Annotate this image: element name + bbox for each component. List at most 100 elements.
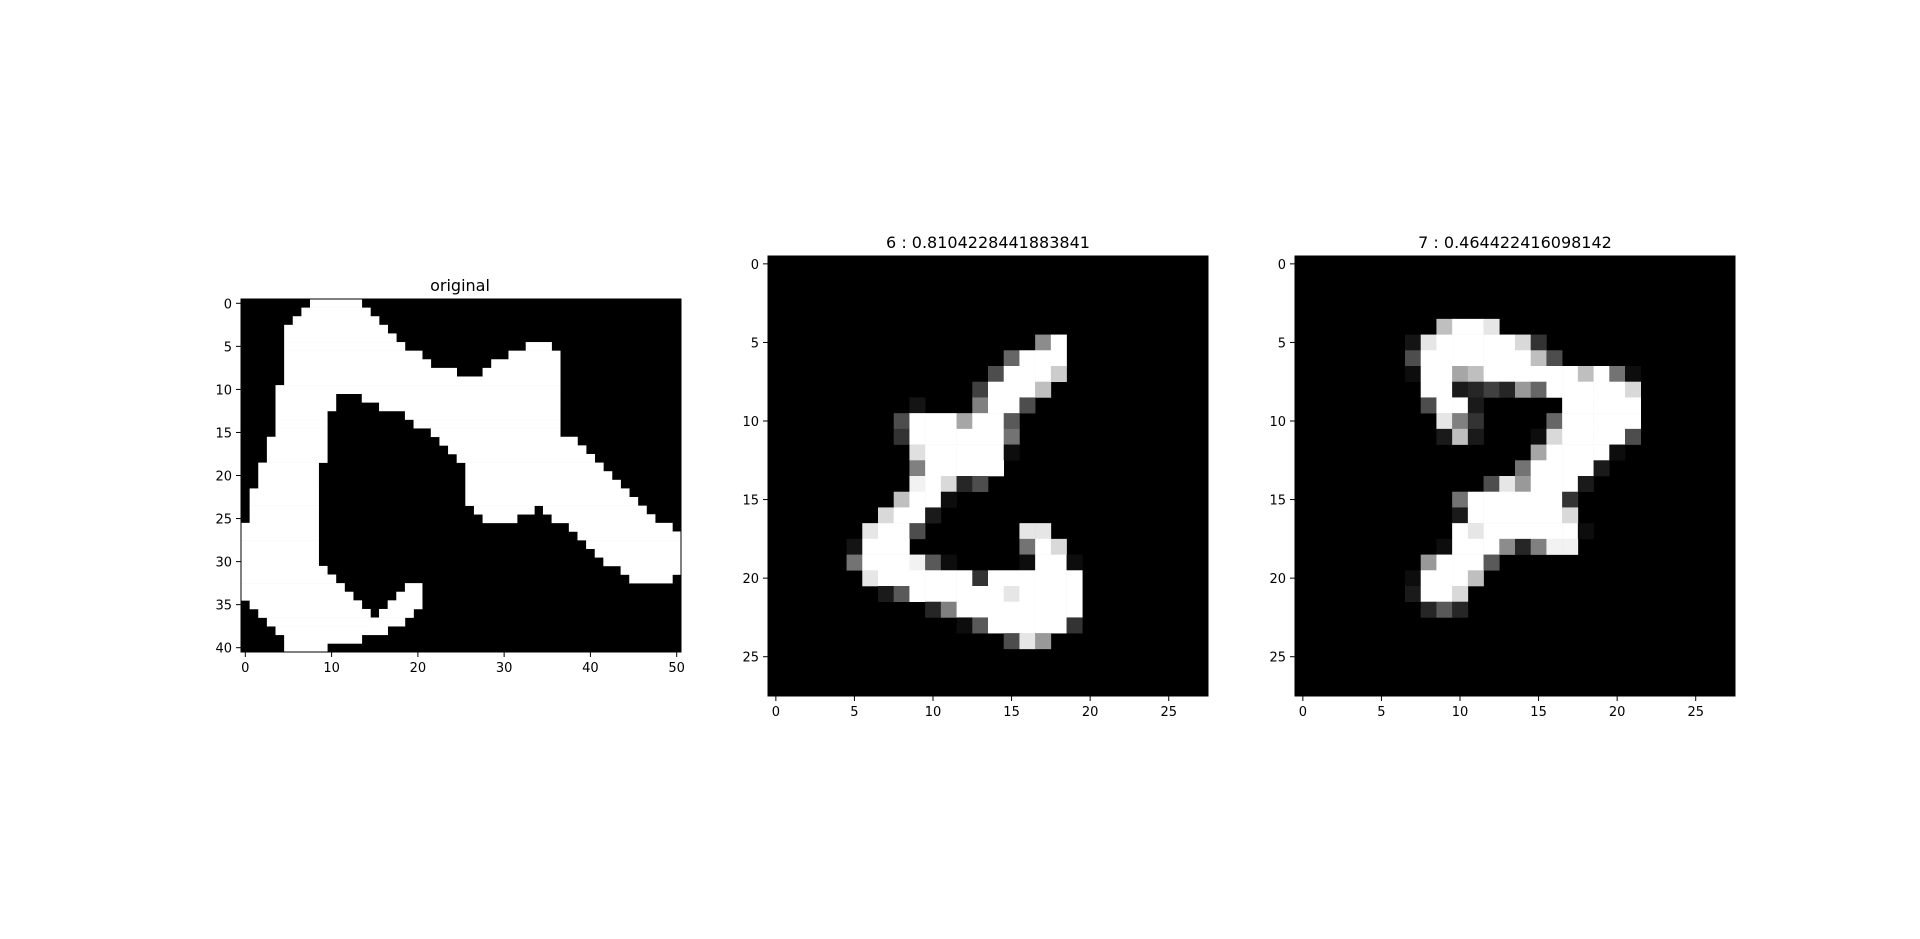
- heatmap-cell-run: [465, 488, 630, 498]
- heatmap-cell: [1019, 617, 1036, 634]
- heatmap-cell: [925, 476, 942, 493]
- heatmap-cell: [909, 397, 926, 414]
- heatmap-cell: [940, 476, 957, 493]
- y-tick-label: 10: [742, 415, 759, 430]
- heatmap-cell: [1577, 460, 1594, 477]
- heatmap-cell: [1035, 334, 1052, 351]
- heatmap-cell: [1609, 397, 1626, 414]
- heatmap-cell: [1452, 318, 1469, 335]
- heatmap-cell: [909, 554, 926, 571]
- heatmap-cell: [1003, 413, 1020, 430]
- heatmap-cell: [1609, 413, 1626, 430]
- heatmap-cell: [1562, 538, 1579, 555]
- heatmap-cell-run: [379, 402, 561, 412]
- heatmap-cell: [1452, 350, 1469, 367]
- heatmap-cell-run: [404, 583, 423, 593]
- heatmap-cell: [1467, 491, 1484, 508]
- heatmap-cell-run: [284, 324, 388, 334]
- heatmap-cell: [1003, 428, 1020, 445]
- heatmap-cell: [1483, 491, 1500, 508]
- heatmap-cell: [1019, 366, 1036, 383]
- heatmap-cell: [1420, 601, 1437, 618]
- heatmap-cell: [878, 586, 895, 603]
- heatmap-cell: [940, 460, 957, 477]
- heatmap-cell: [1515, 381, 1532, 398]
- heatmap-cell: [956, 460, 973, 477]
- x-tick-label: 10: [323, 661, 340, 676]
- heatmap-cell: [988, 444, 1005, 461]
- heatmap-cell: [893, 554, 910, 571]
- heatmap-cell: [1530, 350, 1547, 367]
- x-tick-label: 50: [668, 661, 685, 676]
- heatmap-cell: [878, 523, 895, 540]
- heatmap-cell: [1467, 366, 1484, 383]
- heatmap-cell-run: [594, 548, 682, 558]
- heatmap-cell: [1546, 507, 1563, 524]
- heatmap-cell: [909, 586, 926, 603]
- heatmap-cell: [972, 617, 989, 634]
- heatmap-cell: [1530, 491, 1547, 508]
- heatmap-cell-run: [275, 419, 328, 429]
- heatmap-cell: [1625, 381, 1642, 398]
- heatmap-cell: [972, 476, 989, 493]
- heatmap-cell: [1420, 381, 1437, 398]
- heatmap-cell: [1467, 334, 1484, 351]
- heatmap-cell: [1436, 381, 1453, 398]
- heatmap-cell: [1625, 366, 1642, 383]
- heatmap-cell: [1562, 428, 1579, 445]
- heatmap-cell-run: [387, 600, 423, 610]
- heatmap-cell: [1066, 617, 1083, 634]
- y-tick-label: 25: [215, 513, 232, 528]
- heatmap-cell: [1593, 428, 1610, 445]
- heatmap-cell: [925, 601, 942, 618]
- heatmap-cell: [1562, 444, 1579, 461]
- y-tick-label: 0: [224, 297, 232, 312]
- panel-title: 7 : 0.464422416098142: [1418, 233, 1612, 252]
- heatmap-cell: [1452, 538, 1469, 555]
- heatmap-cell: [1452, 586, 1469, 603]
- heatmap-cell: [1436, 350, 1453, 367]
- heatmap-cell: [1546, 491, 1563, 508]
- heatmap-cell: [1515, 366, 1532, 383]
- heatmap-cell-run: [241, 557, 319, 567]
- heatmap-area: [241, 299, 682, 653]
- heatmap-cell-run: [241, 540, 319, 549]
- x-tick-label: 20: [1082, 705, 1099, 720]
- heatmap-cell: [1035, 350, 1052, 367]
- heatmap-cell: [925, 570, 942, 587]
- heatmap-cell-run: [568, 522, 673, 532]
- heatmap-cell: [1467, 538, 1484, 555]
- heatmap-cell-run: [482, 514, 518, 524]
- heatmap-cell: [925, 444, 942, 461]
- heatmap-cell: [1420, 334, 1437, 351]
- heatmap-cell: [1452, 507, 1469, 524]
- heatmap-cell: [909, 523, 926, 540]
- heatmap-cell-run: [258, 462, 319, 472]
- heatmap-cell: [1625, 397, 1642, 414]
- heatmap-cell: [1515, 523, 1532, 540]
- heatmap-cell-run: [396, 591, 423, 601]
- heatmap-cell: [988, 570, 1005, 587]
- heatmap-cell-run: [275, 626, 388, 636]
- heatmap-cell: [1530, 538, 1547, 555]
- heatmap-cell: [1577, 397, 1594, 414]
- heatmap-cell: [1050, 538, 1067, 555]
- heatmap-cell: [940, 491, 957, 508]
- y-tick-label: 10: [1269, 415, 1286, 430]
- heatmap-cell-run: [241, 531, 319, 541]
- heatmap-cell: [925, 554, 942, 571]
- x-tick-label: 0: [1299, 705, 1307, 720]
- heatmap-cell-run: [284, 376, 561, 386]
- heatmap-cell: [846, 554, 863, 571]
- heatmap-cell: [1467, 381, 1484, 398]
- heatmap-cell: [1467, 413, 1484, 430]
- heatmap-cell: [1405, 350, 1422, 367]
- heatmap-cell: [1420, 554, 1437, 571]
- heatmap-cell: [1530, 460, 1547, 477]
- heatmap-cell: [1593, 397, 1610, 414]
- heatmap-cell: [1515, 491, 1532, 508]
- heatmap-cell: [1546, 460, 1563, 477]
- heatmap-cell-run: [284, 350, 423, 360]
- heatmap-cell: [1420, 366, 1437, 383]
